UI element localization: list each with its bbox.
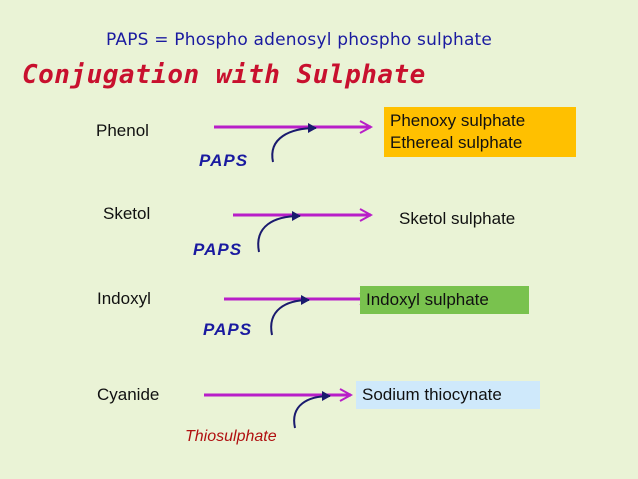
reagent-label-4: Thiosulphate — [185, 428, 277, 445]
reagent-label-1: PAPS — [199, 151, 249, 170]
substrate-sketol: Sketol — [103, 204, 151, 223]
product-sodium-thiocynate: Sodium thiocynate — [356, 381, 540, 409]
substrate-indoxyl: Indoxyl — [97, 289, 151, 308]
page-title: Conjugation with Sulphate — [22, 60, 426, 90]
product-indoxyl-sulphate: Indoxyl sulphate — [360, 286, 529, 314]
product-ethereal-sulphate: Ethereal sulphate — [390, 133, 523, 152]
product-phenoxy-sulphate: Phenoxy sulphate — [390, 111, 526, 130]
reagent-label-3: PAPS — [203, 320, 253, 339]
product-sketol-sulphate: Sketol sulphate — [399, 209, 516, 228]
product-box-1: Phenoxy sulphate Ethereal sulphate — [384, 107, 576, 157]
curved-arrow-3 — [270, 295, 310, 336]
curved-arrow-4 — [293, 391, 331, 429]
reagent-label-2: PAPS — [193, 240, 243, 259]
substrate-phenol: Phenol — [96, 121, 149, 140]
curved-arrow-2 — [257, 211, 301, 253]
substrate-cyanide: Cyanide — [97, 385, 160, 404]
curved-arrow-1 — [271, 123, 317, 163]
subtitle: PAPS = Phospho adenosyl phospho sulphate — [106, 30, 493, 50]
